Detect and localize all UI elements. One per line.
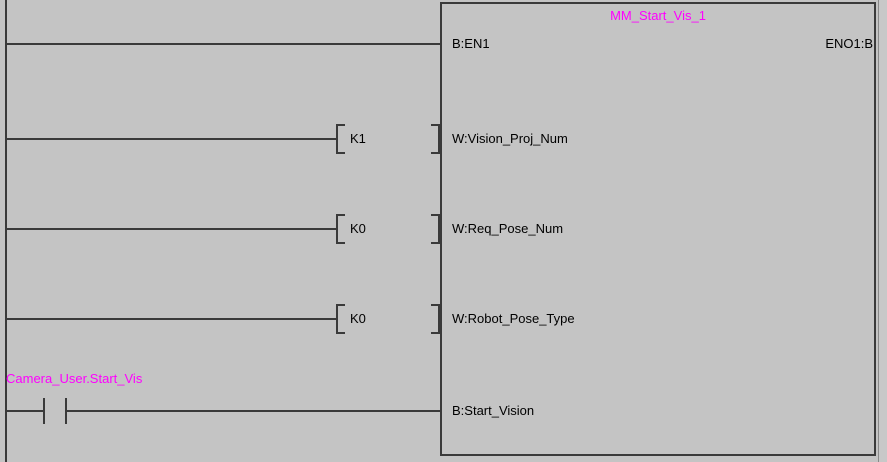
right-scroll-gutter[interactable] xyxy=(878,0,887,462)
literal-box-k0-robot-pose[interactable]: K0 xyxy=(336,304,440,334)
function-block-instance-name: MM_Start_Vis_1 xyxy=(610,8,706,23)
rung-wire-4-left[interactable] xyxy=(5,318,336,320)
pin-label-vision-proj-num: W:Vision_Proj_Num xyxy=(452,131,568,146)
literal-box-k0-req-pose[interactable]: K0 xyxy=(336,214,440,244)
contact-tag-label: Camera_User.Start_Vis xyxy=(6,371,143,386)
literal-bracket-left-icon xyxy=(336,124,345,154)
literal-bracket-right-icon xyxy=(431,304,440,334)
literal-value: K0 xyxy=(350,221,366,236)
function-block[interactable]: MM_Start_Vis_1 xyxy=(440,2,876,456)
literal-bracket-left-icon xyxy=(336,304,345,334)
literal-bracket-left-icon xyxy=(336,214,345,244)
power-rail-segment-4 xyxy=(5,230,7,320)
pin-label-enable-out: ENO1:B xyxy=(825,36,873,51)
pin-label-start-vision: B:Start_Vision xyxy=(452,403,535,418)
power-rail-segment-2 xyxy=(5,45,7,140)
literal-bracket-right-icon xyxy=(431,214,440,244)
pin-label-enable-in: B:EN1 xyxy=(452,36,490,51)
literal-value: K1 xyxy=(350,131,366,146)
literal-box-k1[interactable]: K1 xyxy=(336,124,440,154)
literal-bracket-right-icon xyxy=(431,124,440,154)
literal-value: K0 xyxy=(350,311,366,326)
power-rail-segment-5 xyxy=(5,320,7,462)
rung-wire-1[interactable] xyxy=(5,43,442,45)
power-rail-segment-3 xyxy=(5,140,7,230)
rung-wire-5-left[interactable] xyxy=(5,410,43,412)
contact-bar-right xyxy=(65,398,67,424)
rung-wire-3-left[interactable] xyxy=(5,228,336,230)
rung-wire-5-right[interactable] xyxy=(67,410,442,412)
pin-label-robot-pose-type: W:Robot_Pose_Type xyxy=(452,311,575,326)
contact-bar-left xyxy=(43,398,45,424)
rung-wire-2-left[interactable] xyxy=(5,138,336,140)
pin-label-req-pose-num: W:Req_Pose_Num xyxy=(452,221,564,236)
normally-open-contact-icon[interactable] xyxy=(43,398,67,424)
power-rail-segment-1 xyxy=(5,0,7,45)
